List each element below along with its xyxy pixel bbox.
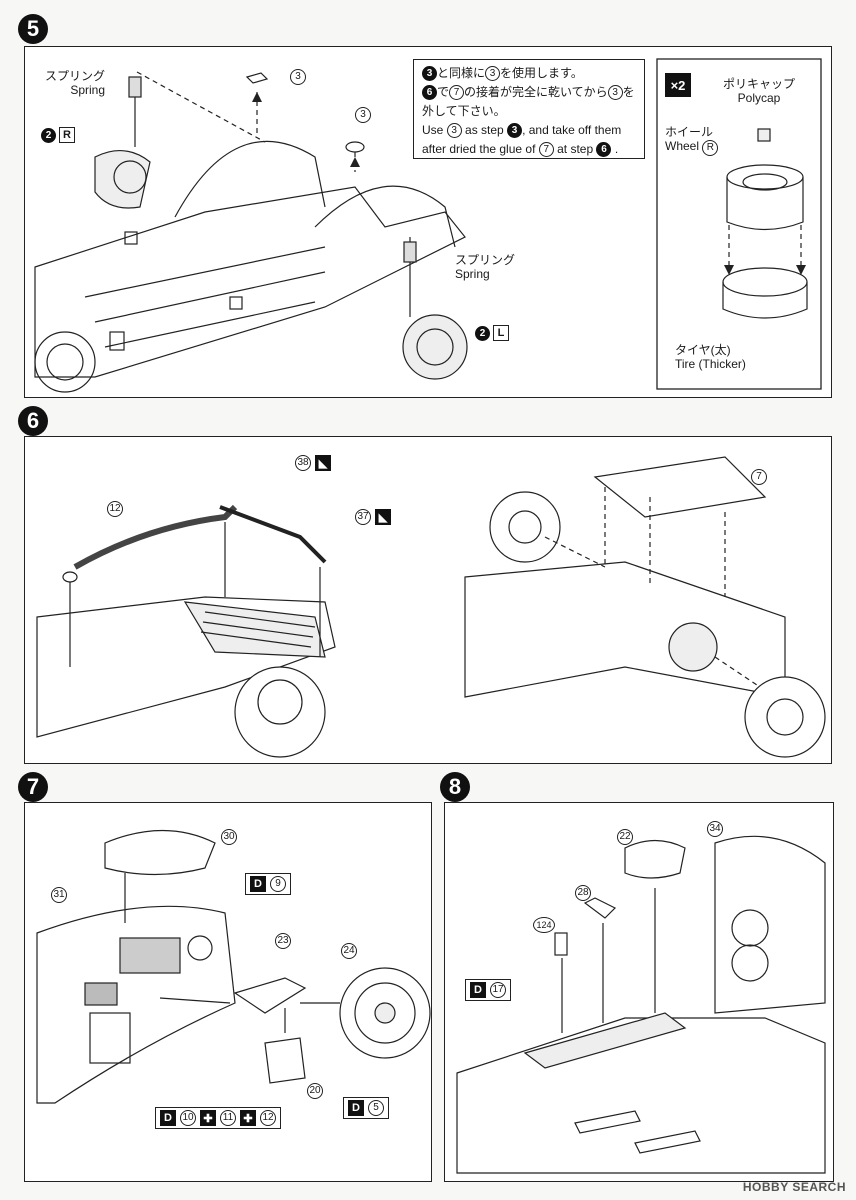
part-30-callout: 30 <box>221 829 237 845</box>
side-l-tag: 2 L <box>475 325 509 341</box>
part-34-marker: 34 <box>707 821 723 837</box>
tire-label: タイヤ(太) Tire (Thicker) <box>675 343 746 371</box>
decal-11-marker: 11 <box>220 1110 236 1126</box>
part-ref-3: 3 <box>485 66 501 82</box>
part-38-callout: 38◣ <box>295 455 331 471</box>
part-12-callout: 12 <box>107 501 123 517</box>
part-124-callout: 124 <box>533 917 555 933</box>
part-38-marker: 38 <box>295 455 311 471</box>
part-31-callout: 31 <box>51 887 67 903</box>
part-22-callout: 22 <box>617 829 633 845</box>
note-text: で <box>437 85 450 99</box>
wheel-label: ホイール Wheel R <box>665 125 719 156</box>
spring-label-left: スプリング Spring <box>45 69 106 97</box>
interior-console-illustration <box>456 835 826 1174</box>
part-ref-3: 3 <box>446 123 462 139</box>
part-23-callout: 23 <box>275 933 291 949</box>
part-28-marker: 28 <box>575 885 591 901</box>
step-ref-6: 6 <box>422 85 437 101</box>
decal-sheet-d: D <box>160 1110 176 1126</box>
part-37-callout: 37◣ <box>355 509 391 525</box>
decal-d10-11-12: D 10 ✚ 11 ✚ 12 <box>155 1107 281 1129</box>
spring-label-right: スプリング Spring <box>455 253 516 281</box>
note-text: as step <box>465 123 504 137</box>
note-text: と同様に <box>437 66 486 80</box>
plus-icon: ✚ <box>240 1110 256 1126</box>
note-text: 外して下さい。 <box>422 104 506 118</box>
step-8-number: 8 <box>440 772 470 802</box>
wheel-tag: R <box>702 140 719 156</box>
dashboard-illustration <box>36 830 431 1104</box>
note-text: の接着が完全に乾いてから <box>464 85 608 99</box>
chassis-front-illustration <box>34 58 822 393</box>
part-ref-7: 7 <box>538 142 554 158</box>
part-7-callout: 7 <box>751 469 767 485</box>
part-124-marker: 124 <box>533 917 555 933</box>
step-ref-3: 3 <box>507 123 523 139</box>
note-text: Use <box>422 123 444 137</box>
part-20-callout: 20 <box>307 1083 323 1099</box>
note-text: を <box>622 85 635 99</box>
side-r-tag: 2 R <box>41 127 75 143</box>
part-3-callout-mid: 3 <box>355 107 371 123</box>
part-24-callout: 24 <box>341 943 357 959</box>
decal-sheet-d: D <box>470 982 486 998</box>
part-ref-7: 7 <box>449 85 465 101</box>
quantity-x2-badge: ×2 <box>665 73 691 97</box>
part-28-callout: 28 <box>575 885 591 901</box>
suspension-arms-illustration <box>36 456 826 758</box>
left-side-tag: L <box>493 325 509 341</box>
part-34-callout: 34 <box>707 821 723 837</box>
paint-icon: ◣ <box>315 455 331 471</box>
part-2-marker: 2 <box>475 325 490 341</box>
polycap-label: ポリキャップ Polycap <box>723 77 796 105</box>
decal-10-marker: 10 <box>180 1110 196 1126</box>
step-6-number: 6 <box>18 406 48 436</box>
note-text: after dried the glue of <box>422 142 536 156</box>
part-12-marker: 12 <box>107 501 123 517</box>
note-text: at step <box>557 142 594 156</box>
note-text: , and take off them <box>522 123 622 137</box>
step-ref-3: 3 <box>422 66 437 82</box>
decal-17-marker: 17 <box>490 982 506 998</box>
decal-5-marker: 5 <box>368 1100 384 1116</box>
watermark: HOBBY SEARCH <box>742 1180 846 1194</box>
step-6-panel: 12 38◣ 37◣ 7 <box>24 436 832 764</box>
part-24-marker: 24 <box>341 943 357 959</box>
part-7-marker: 7 <box>751 469 767 485</box>
decal-sheet-d: D <box>250 876 266 892</box>
part-31-marker: 31 <box>51 887 67 903</box>
paint-icon: ◣ <box>375 509 391 525</box>
decal-sheet-d: D <box>348 1100 364 1116</box>
part-2-marker: 2 <box>41 127 56 143</box>
part-3-callout-top: 3 <box>290 69 306 85</box>
part-37-marker: 37 <box>355 509 371 525</box>
right-side-tag: R <box>59 127 75 143</box>
part-3-marker: 3 <box>355 107 371 123</box>
step-ref-6: 6 <box>596 142 612 158</box>
note-text: を使用します。 <box>500 66 583 80</box>
step-5-number: 5 <box>18 14 48 44</box>
part-22-marker: 22 <box>617 829 633 845</box>
part-20-marker: 20 <box>307 1083 323 1099</box>
step-7-number: 7 <box>18 772 48 802</box>
decal-12-marker: 12 <box>260 1110 276 1126</box>
part-23-marker: 23 <box>275 933 291 949</box>
decal-9-marker: 9 <box>270 876 286 892</box>
part-3-marker: 3 <box>290 69 306 85</box>
part-ref-3: 3 <box>607 85 623 101</box>
plus-icon: ✚ <box>200 1110 216 1126</box>
part-30-marker: 30 <box>221 829 237 845</box>
